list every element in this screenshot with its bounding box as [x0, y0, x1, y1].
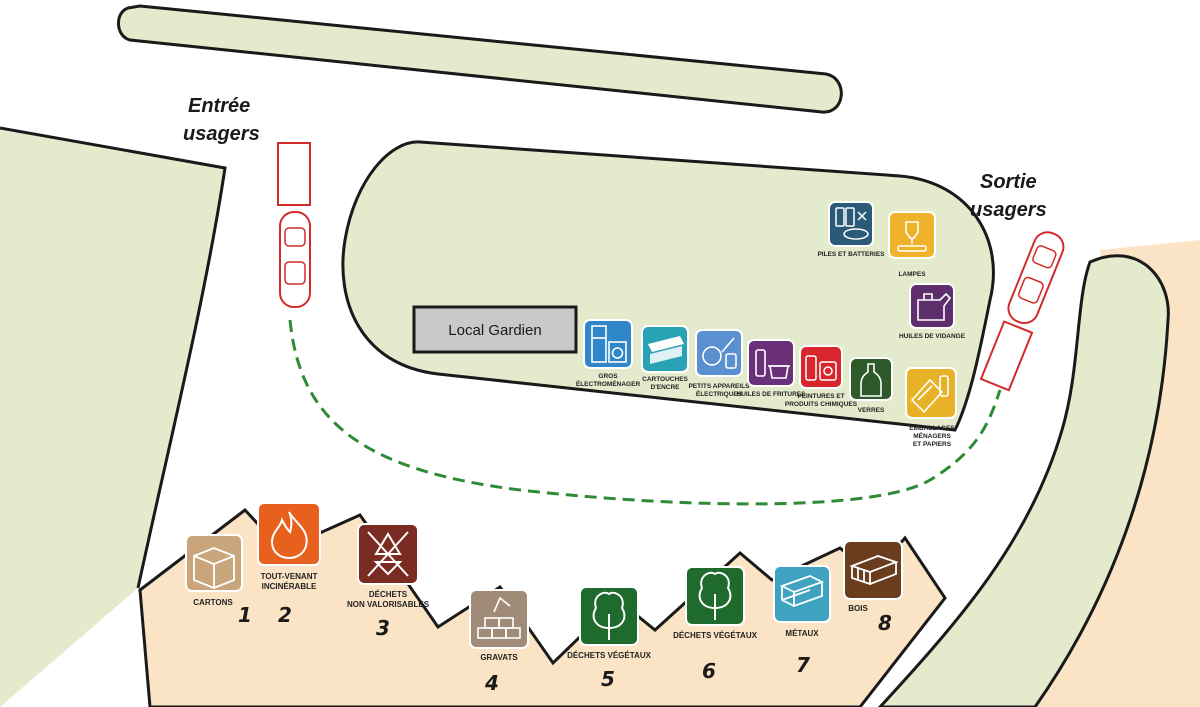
- glass-bottle-icon: [860, 363, 882, 397]
- quai-number: 4: [484, 671, 499, 695]
- label-line: GRAVATS: [480, 653, 518, 662]
- label-line: MÉNAGERS: [913, 431, 951, 440]
- quai-5-dechets-vegetaux: DÉCHETS VÉGÉTAUX 5: [567, 586, 652, 691]
- label-line: MÉTAUX: [785, 629, 819, 638]
- quai-number: 5: [601, 667, 615, 691]
- fire-icon: [270, 511, 308, 560]
- exit-label-line1: Sortie: [980, 171, 1037, 193]
- label-line: VERRES: [858, 407, 885, 414]
- label-line: ÉLECTRIQUES: [696, 389, 743, 398]
- steel-beam-icon: [779, 575, 825, 608]
- batteries-icon: [835, 207, 869, 240]
- label-line: LAMPES: [898, 271, 926, 278]
- left-green-border: [0, 126, 227, 589]
- label-line: PETITS APPAREILS: [688, 383, 750, 390]
- wood-pallet-icon: [849, 555, 899, 586]
- entry-label-line1: Entrée: [188, 95, 250, 117]
- container-huiles-vidange: HUILES DE VIDANGE: [899, 283, 966, 340]
- label-line: ET PAPIERS: [913, 441, 952, 448]
- container-emballages-papiers: EMBALLAGES MÉNAGERS ET PAPIERS: [905, 367, 957, 448]
- tree-icon: [698, 571, 732, 620]
- frying-oil-icon: [755, 349, 790, 379]
- container-cartouches-encre: CARTOUCHES D'ENCRE: [641, 325, 689, 391]
- local-gardien-building: [412, 305, 578, 354]
- label-line: NON VALORISABLES: [347, 600, 430, 609]
- exit-car: [979, 231, 1065, 392]
- local-gardien-label: Local Gardien: [448, 322, 541, 339]
- no-recycle-icon: [367, 531, 409, 577]
- cardboard-box-icon: [193, 547, 235, 589]
- exit-label-line2: usagers: [970, 199, 1047, 221]
- quai-3-non-valorisables: DÉCHETS NON VALORISABLES 3: [347, 523, 430, 640]
- fridge-washer-icon: [591, 325, 627, 363]
- quai-number: 1: [238, 603, 252, 627]
- left-green-area: [0, 128, 225, 707]
- ink-cartridge-icon: [648, 336, 684, 364]
- label-line: DÉCHETS VÉGÉTAUX: [673, 631, 758, 640]
- label-line: BOIS: [848, 604, 868, 613]
- traffic-path: [288, 319, 1002, 506]
- entry-label-line2: usagers: [183, 123, 260, 145]
- container-peintures-chimiques: PEINTURES ET PRODUITS CHIMIQUES: [785, 345, 858, 408]
- oil-can-icon: [917, 292, 952, 321]
- quai-number: 7: [796, 653, 810, 677]
- label-line: DÉCHETS: [369, 590, 408, 599]
- label-line: GROS: [598, 373, 618, 380]
- label-line: D'ENCRE: [651, 384, 681, 391]
- quai-number: 6: [702, 659, 716, 683]
- label-line: ÉLECTROMÉNAGER: [576, 379, 641, 388]
- label-line: CARTOUCHES: [642, 376, 688, 383]
- label-line: DÉCHETS VÉGÉTAUX: [567, 651, 652, 660]
- container-petits-appareils: PETITS APPAREILS ÉLECTRIQUES: [688, 329, 750, 398]
- label-line: PEINTURES ET: [797, 393, 844, 400]
- paint-chemicals-icon: [805, 355, 837, 381]
- label-line: PRODUITS CHIMIQUES: [785, 401, 858, 408]
- label-line: EMBALLAGES: [909, 425, 955, 432]
- entry-car: [277, 142, 311, 308]
- label-line: CARTONS: [193, 598, 233, 607]
- quai-2-tout-venant: TOUT-VENANT INCINÉRABLE 2: [257, 502, 321, 627]
- quai-6-dechets-vegetaux: DÉCHETS VÉGÉTAUX 6: [673, 566, 758, 683]
- quai-number: 8: [878, 611, 892, 635]
- quai-number: 3: [376, 616, 390, 640]
- container-piles-batteries: PILES ET BATTERIES: [817, 201, 885, 258]
- label-line: HUILES DE FRITURES: [737, 391, 807, 398]
- quai-4-gravats: GRAVATS 4: [469, 589, 529, 695]
- label-line: TOUT-VENANT: [261, 572, 318, 581]
- quai-1-cartons: CARTONS 1: [185, 534, 252, 627]
- container-verres: VERRES: [849, 357, 893, 414]
- top-strip: [117, 4, 843, 114]
- small-appliance-icon: [702, 337, 737, 369]
- right-green-area: [877, 254, 1170, 707]
- quai-number: 2: [278, 603, 292, 627]
- container-gros-electromenager: GROS ÉLECTROMÉNAGER: [576, 319, 641, 388]
- label-line: PILES ET BATTERIES: [817, 251, 885, 258]
- packaging-paper-icon: [910, 375, 949, 414]
- tree-icon: [592, 591, 626, 640]
- container-lampes: LAMPES: [888, 211, 936, 278]
- quai-7-metaux: MÉTAUX 7: [773, 565, 831, 677]
- rubble-icon: [477, 596, 521, 639]
- label-line: HUILES DE VIDANGE: [899, 333, 966, 340]
- lamp-icon: [897, 221, 927, 252]
- label-line: INCINÉRABLE: [262, 582, 317, 591]
- container-huiles-fritures: HUILES DE FRITURES: [737, 339, 807, 398]
- quai-8-bois: BOIS 8: [843, 540, 903, 635]
